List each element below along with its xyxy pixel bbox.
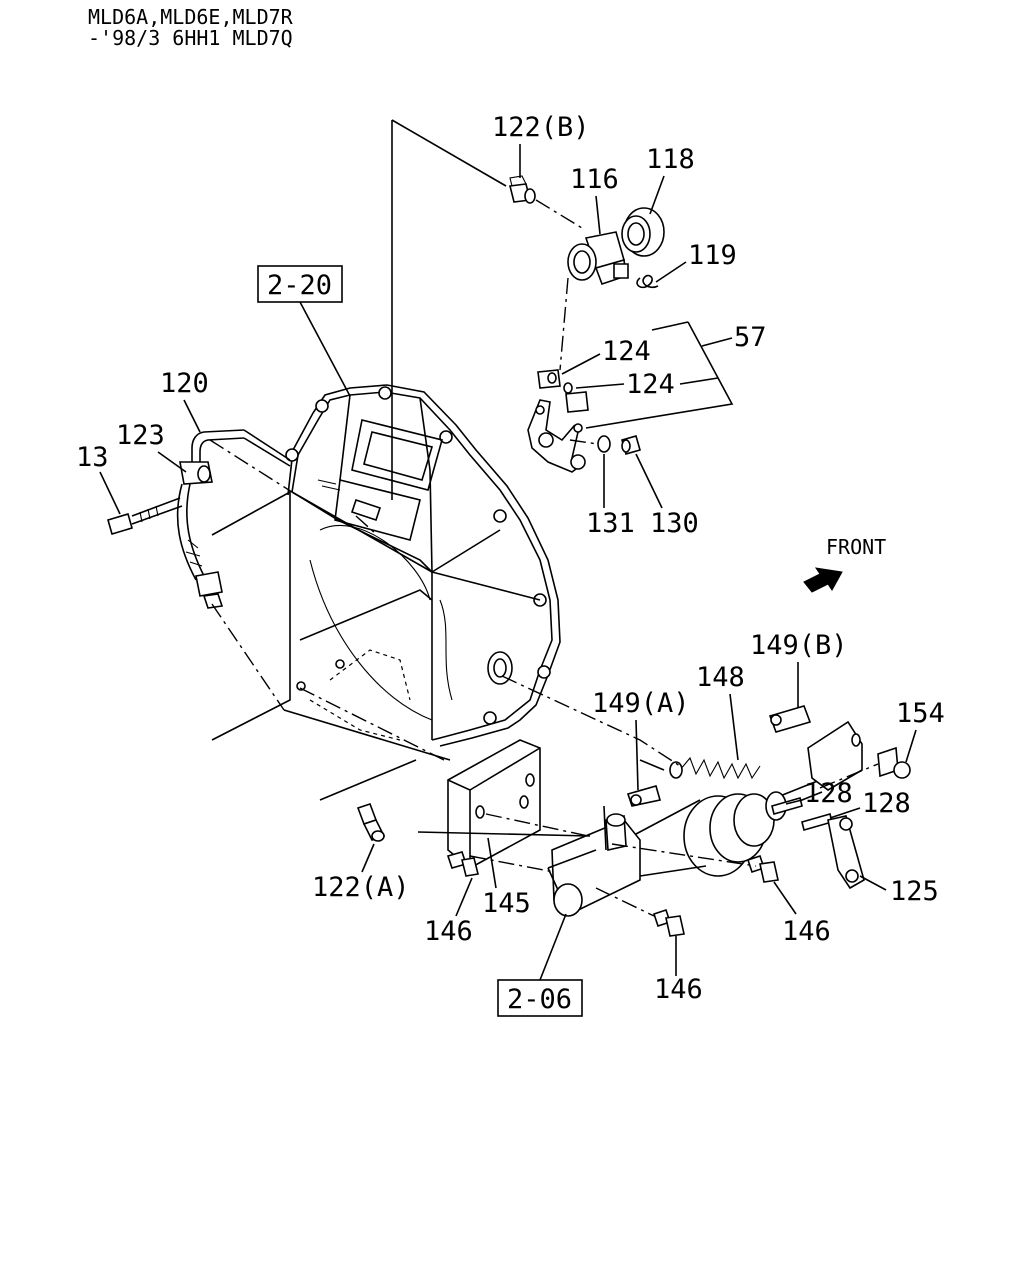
ref-box-cylinder[interactable]: 2-06 — [497, 979, 583, 1017]
model-codes-line1: MLD6A,MLD6E,MLD7R — [88, 5, 294, 29]
callout-145[interactable]: 145 — [482, 888, 531, 919]
callout-148[interactable]: 148 — [696, 662, 745, 693]
ref-box-housing[interactable]: 2-20 — [257, 265, 343, 303]
slave-cylinder-group — [356, 705, 911, 937]
callout-154[interactable]: 154 — [896, 698, 945, 729]
reference-lines — [283, 119, 607, 891]
front-arrow-icon — [803, 567, 843, 593]
model-codes-line2: -'98/3 6HH1 MLD7Q — [88, 26, 293, 50]
callout-57[interactable]: 57 — [734, 322, 767, 353]
callout-125[interactable]: 125 — [890, 876, 939, 907]
callout-128-right[interactable]: 128 — [862, 788, 911, 819]
release-bearing-group — [509, 175, 665, 473]
callout-146-bottom[interactable]: 146 — [654, 974, 703, 1005]
callout-124-upper[interactable]: 124 — [602, 336, 651, 367]
callout-149b[interactable]: 149(B) — [750, 630, 848, 661]
callout-119[interactable]: 119 — [688, 240, 737, 271]
leader-2-20 — [299, 301, 351, 397]
callout-123[interactable]: 123 — [116, 420, 165, 451]
callout-146-right[interactable]: 146 — [782, 916, 831, 947]
callout-124-lower[interactable]: 124 — [626, 369, 675, 400]
callout-120[interactable]: 120 — [160, 368, 209, 399]
callout-122b[interactable]: 122(B) — [492, 112, 590, 143]
callouts: 122(B) 116 118 119 57 124 124 131 130 12… — [76, 112, 945, 1005]
callout-131[interactable]: 131 — [586, 508, 635, 539]
callout-116[interactable]: 116 — [570, 164, 619, 195]
callout-149a[interactable]: 149(A) — [592, 688, 690, 719]
callout-13[interactable]: 13 — [76, 442, 109, 473]
callout-118[interactable]: 118 — [646, 144, 695, 175]
ref-2-06-label: 2-06 — [507, 984, 572, 1015]
alignment-lines — [209, 199, 879, 917]
ref-2-20-label: 2-20 — [267, 270, 332, 301]
callout-128-left[interactable]: 128 — [804, 778, 853, 809]
callout-130[interactable]: 130 — [650, 508, 699, 539]
leader-2-06 — [539, 913, 567, 981]
callout-122a[interactable]: 122(A) — [312, 872, 410, 903]
clutch-hose-assembly — [107, 429, 291, 609]
front-label: FRONT — [826, 535, 886, 559]
callout-146-left[interactable]: 146 — [424, 916, 473, 947]
clutch-housing — [211, 384, 561, 747]
front-direction-indicator: FRONT — [803, 535, 886, 593]
